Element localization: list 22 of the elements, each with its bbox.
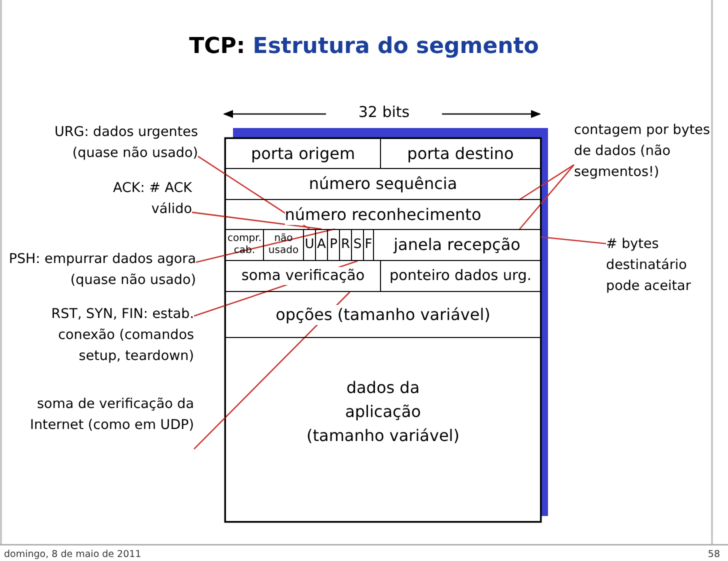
annotation-text: PSH: empurrar dados agora (quase não usado) — [8, 249, 196, 293]
leader-line — [196, 228, 335, 263]
footer-date: domingo, 8 de maio de 2011 — [4, 549, 142, 560]
annotation-text: URG: dados urgentes (quase não usado) — [20, 122, 198, 166]
field-cell: porta destino — [380, 138, 541, 169]
annotation-text: # bytes destinatário pode aceitar — [606, 234, 706, 298]
page-number: 58 — [708, 549, 720, 560]
field-cell: opções (tamanho variável) — [225, 291, 541, 338]
leader-line — [540, 236, 606, 244]
slide-title: TCP: Estrutura do segmento — [188, 34, 540, 59]
leader-line — [518, 164, 574, 201]
leader-line — [518, 164, 574, 230]
field-cell: porta origem — [225, 138, 381, 169]
annotation-text: ACK: # ACK válido — [80, 178, 192, 222]
field-cell: número sequência — [225, 168, 541, 200]
annotation-text: RST, SYN, FIN: estab. conexão (comandos setup, teardown) — [40, 304, 194, 390]
leader-line — [192, 212, 322, 230]
field-cell: número reconhecimento — [225, 199, 541, 230]
field-cell: dados da aplicação (tamanho variável) — [225, 337, 541, 522]
annotation-text: contagem por bytes de dados (não segmentos!) — [574, 120, 710, 184]
dimension-label: 32 bits — [357, 103, 411, 121]
annotation-text: soma de verificação da Internet (como em UDP) — [20, 394, 194, 458]
